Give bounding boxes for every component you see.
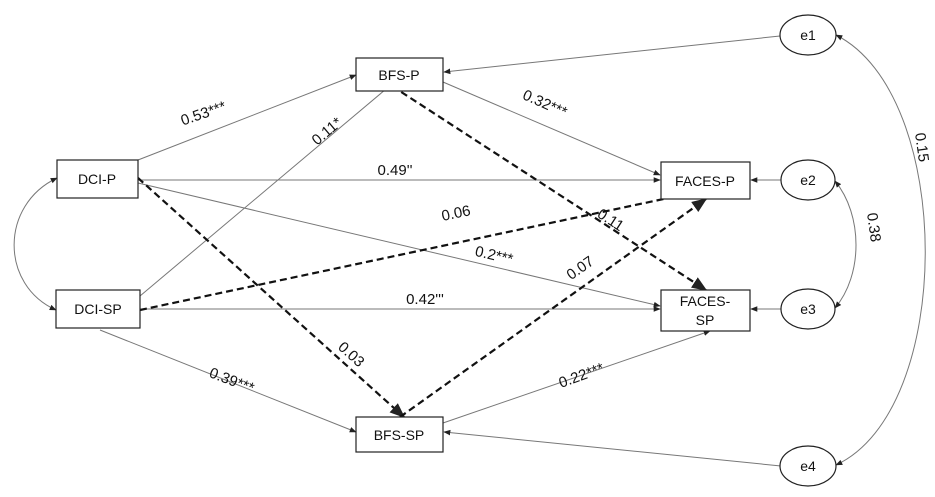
edge-bfsp-facessp (391, 85, 708, 291)
covariance-e1-e4 (835, 34, 926, 466)
node-e1-label: e1 (800, 27, 816, 43)
coef-dcip-bfssp: 0.03 (334, 339, 367, 371)
node-dci-sp: DCI-SP (55, 289, 141, 329)
node-faces-sp: FACES- SP (660, 289, 751, 332)
edge-e1-bfsp (443, 35, 781, 75)
edge-dcip-bfsp (137, 74, 357, 161)
node-bfs-sp: BFS-SP (355, 416, 444, 453)
coef-dcisp-facesp: 0.06 (440, 202, 472, 225)
edge-e4-bfssp (443, 429, 782, 467)
coef-dcisp-bfsp: 0.11* (309, 114, 346, 149)
node-bfs-p-label: BFS-P (378, 67, 419, 83)
coef-dcisp-bfssp: 0.39*** (207, 364, 257, 397)
node-faces-p: FACES-P (660, 161, 751, 200)
covariance-dcip-dcisp (13, 177, 58, 311)
cov-e1-e4-value: 0.15 (911, 132, 932, 163)
edge-dcip-facessp (137, 182, 661, 308)
edge-dcisp-bfssp (99, 329, 357, 433)
node-bfs-sp-label: BFS-SP (374, 427, 425, 443)
edge-bfsp-facesp (442, 81, 661, 176)
node-faces-sp-label-line2: SP (696, 312, 715, 328)
node-e3-label: e3 (800, 301, 816, 317)
edge-dcip-bfssp (137, 177, 406, 419)
cov-e2-e3-value: 0.38 (863, 212, 884, 243)
coef-bfsp-facesp: 0.32*** (520, 87, 570, 122)
edge-dcisp-bfsp (139, 83, 393, 297)
node-faces-p-label: FACES-P (675, 173, 735, 189)
node-e4-label: e4 (800, 458, 816, 474)
coef-dcip-facessp: 0.2*** (473, 243, 514, 268)
coef-bfsp-facessp: 0.11 (594, 205, 627, 235)
node-e1: e1 (779, 14, 837, 56)
node-dci-p: DCI-P (56, 159, 139, 199)
edge-bfssp-facessp (442, 330, 711, 424)
node-faces-sp-label-line1: FACES- (680, 293, 731, 309)
node-bfs-p: BFS-P (355, 57, 444, 92)
node-e4: e4 (779, 445, 837, 487)
node-e3: e3 (780, 288, 836, 330)
edge-bfssp-facesp (399, 198, 708, 418)
edge-dcisp-facesp (139, 186, 708, 312)
coef-dcip-facesp: 0.49'' (378, 162, 413, 179)
coef-dcip-bfsp: 0.53*** (179, 98, 229, 129)
coef-bfssp-facessp: 0.22*** (557, 360, 607, 392)
node-e2: e2 (780, 159, 836, 201)
covariance-e2-e3 (834, 180, 857, 309)
coef-dcisp-facessp: 0.42''' (406, 291, 444, 308)
node-e2-label: e2 (800, 172, 816, 188)
node-dci-p-label: DCI-P (78, 171, 116, 187)
node-dci-sp-label: DCI-SP (74, 301, 121, 317)
